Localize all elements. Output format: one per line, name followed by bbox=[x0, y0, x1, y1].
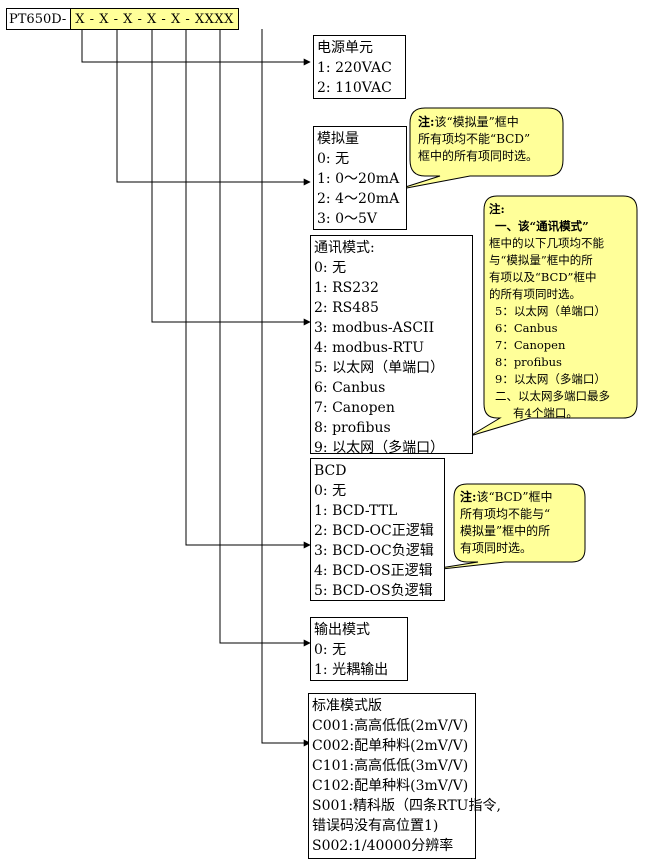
bcd-note: 注:该“BCD”框中 所有项均不能与“ 模拟量”框中的所 有项同时选。 bbox=[460, 489, 582, 557]
standard-option: C101:高高低低(3mV/V) bbox=[312, 758, 469, 774]
connector-analog bbox=[116, 29, 311, 186]
comm-option: 8: profibus bbox=[314, 420, 391, 436]
standard-option: S001:精科版（四条RTU指令, bbox=[312, 798, 501, 814]
comm-note-line: 与“模拟量”框中的所 bbox=[489, 253, 593, 267]
standard-mode-title: 标准模式版 bbox=[312, 698, 382, 714]
connector-power bbox=[81, 29, 311, 66]
comm-option: 2: RS485 bbox=[314, 300, 379, 316]
connector-output bbox=[219, 29, 311, 647]
comm-note-line: 8：profibus bbox=[495, 355, 562, 369]
power-option: 2: 110VAC bbox=[317, 80, 392, 96]
analog-note: 注:该“模拟量”框中 所有项均不能“BCD” 框中的所有项同时选。 bbox=[418, 114, 558, 165]
comm-note-line: 6：Canbus bbox=[495, 321, 558, 335]
comm-note-line: 的所有项同时选。 bbox=[489, 287, 581, 301]
analog-box: 模拟量 0: 无 1: 0～20mA 2: 4～20mA 3: 0～5V bbox=[313, 126, 407, 230]
connector-standard bbox=[261, 29, 311, 747]
analog-note-label: 注: bbox=[418, 115, 435, 129]
bcd-box: BCD 0: 无 1: BCD-TTL 2: BCD-OC正逻辑 3: BCD-… bbox=[310, 458, 445, 601]
comm-note-line: 有4个端口。 bbox=[513, 406, 578, 420]
model-code: PT650D- X - X - X - X - X - XXXX bbox=[6, 8, 239, 30]
output-mode-title: 输出模式 bbox=[314, 622, 370, 638]
comm-note-line: 一、该“通讯模式” bbox=[495, 219, 589, 233]
comm-option: 0: 无 bbox=[314, 260, 347, 276]
comm-note-line: 有项以及“BCD”框中 bbox=[489, 270, 597, 284]
model-segments: X - X - X - X - X - XXXX bbox=[70, 9, 238, 29]
analog-note-bubble bbox=[395, 107, 564, 191]
comm-note-line: 框中的以下几项均不能 bbox=[489, 236, 604, 250]
bcd-note-line: 模拟量”框中的所 bbox=[460, 524, 551, 538]
bcd-note-line: 所有项均不能与“ bbox=[460, 507, 551, 521]
analog-option: 1: 0～20mA bbox=[317, 171, 400, 187]
bcd-note-line: 有项同时选。 bbox=[460, 541, 533, 555]
comm-option: 3: modbus-ASCII bbox=[314, 320, 435, 336]
comm-note-label: 注: bbox=[489, 202, 505, 216]
standard-option: 错误码没有高位置1) bbox=[312, 818, 439, 834]
standard-option: S002:1/40000分辨率 bbox=[312, 838, 454, 854]
comm-note-line: 二、以太网多端口最多 bbox=[495, 389, 610, 403]
analog-title: 模拟量 bbox=[317, 131, 359, 147]
comm-option: 1: RS232 bbox=[314, 280, 379, 296]
power-unit-title: 电源单元 bbox=[317, 40, 373, 56]
bcd-option: 0: 无 bbox=[314, 483, 347, 499]
output-mode-box: 输出模式 0: 无 1: 光耦输出 bbox=[310, 617, 408, 681]
model-prefix: PT650D- bbox=[9, 11, 67, 27]
bcd-note-bubble bbox=[414, 483, 586, 573]
comm-note-line: 7：Canopen bbox=[495, 338, 566, 352]
standard-option: C102:配单种料(3mV/V) bbox=[312, 778, 469, 794]
comm-mode-title: 通讯模式: bbox=[314, 240, 375, 256]
comm-mode-box: 通讯模式: 0: 无 1: RS232 2: RS485 3: modbus-A… bbox=[310, 235, 473, 456]
analog-option: 3: 0～5V bbox=[317, 211, 377, 227]
connector-comm bbox=[151, 29, 311, 326]
analog-option: 2: 4～20mA bbox=[317, 191, 400, 207]
comm-option: 6: Canbus bbox=[314, 380, 386, 396]
bcd-option: 3: BCD-OC负逻辑 bbox=[314, 543, 434, 559]
connector-bcd bbox=[185, 29, 311, 549]
bcd-title: BCD bbox=[314, 463, 347, 479]
comm-option: 9: 以太网（多端口） bbox=[314, 440, 445, 456]
bcd-option: 4: BCD-OS正逻辑 bbox=[314, 563, 433, 579]
output-option: 1: 光耦输出 bbox=[314, 662, 389, 678]
comm-option: 5: 以太网（单端口） bbox=[314, 360, 445, 376]
standard-option: C001:高高低低(2mV/V) bbox=[312, 718, 469, 734]
comm-note: 注: 一、该“通讯模式” 框中的以下几项均不能 与“模拟量”框中的所 有项以及“… bbox=[489, 201, 633, 422]
comm-note-bubble bbox=[469, 195, 638, 437]
comm-option: 4: modbus-RTU bbox=[314, 340, 425, 356]
standard-mode-box: 标准模式版 C001:高高低低(2mV/V) C002:配单种料(2mV/V) … bbox=[308, 693, 501, 859]
bcd-option: 2: BCD-OC正逻辑 bbox=[314, 523, 434, 539]
bcd-option: 1: BCD-TTL bbox=[314, 503, 398, 519]
bcd-option: 5: BCD-OS负逻辑 bbox=[314, 583, 433, 599]
standard-option: C002:配单种料(2mV/V) bbox=[312, 738, 469, 754]
analog-option: 0: 无 bbox=[317, 151, 350, 167]
power-option: 1: 220VAC bbox=[317, 60, 392, 76]
comm-note-line: 5：以太网（单端口） bbox=[495, 304, 606, 318]
output-option: 0: 无 bbox=[314, 642, 347, 658]
bcd-note-label: 注: bbox=[460, 490, 477, 504]
power-unit-box: 电源单元 1: 220VAC 2: 110VAC bbox=[313, 35, 406, 99]
analog-note-line: 该“模拟量”框中 bbox=[434, 115, 519, 129]
analog-note-line: 框中的所有项同时选。 bbox=[418, 149, 539, 163]
comm-note-line: 9：以太网（多端口） bbox=[495, 372, 606, 386]
comm-option: 7: Canopen bbox=[314, 400, 395, 416]
bcd-note-line: 该“BCD”框中 bbox=[476, 490, 553, 504]
analog-note-line: 所有项均不能“BCD” bbox=[418, 132, 531, 146]
